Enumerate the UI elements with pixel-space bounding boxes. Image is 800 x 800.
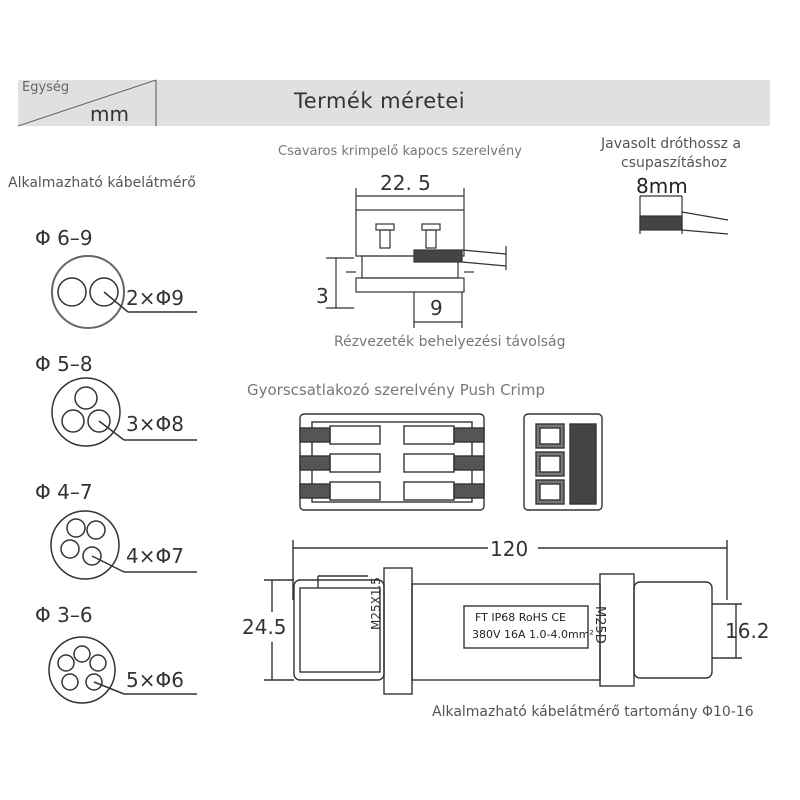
unit-value: mm — [90, 102, 129, 126]
strip-length-value: 8mm — [636, 174, 688, 198]
holes-label-2: 3×Φ8 — [126, 412, 184, 436]
screw-terminal-caption: Rézvezeték behelyezési távolság — [334, 334, 566, 350]
page-title: Termék méretei — [294, 89, 466, 113]
strip-length-title-2: csupaszításhoz — [621, 155, 728, 171]
push-crimp-title: Gyorscsatlakozó szerelvény Push Crimp — [247, 381, 546, 399]
range-label-4: Φ 3–6 — [35, 603, 93, 627]
strip-length-title-1: Javasolt dróthossz a — [601, 136, 742, 152]
connector-caption: Alkalmazható kábelátmérő tartomány Φ10-1… — [432, 704, 754, 720]
holes-label-4: 5×Φ6 — [126, 668, 184, 692]
header-bar — [18, 80, 770, 126]
unit-label: Egység — [22, 80, 70, 95]
connector-height-dim: 24.5 — [242, 615, 287, 639]
connector-end-dim: 16.2 — [725, 619, 770, 643]
range-label-2: Φ 5–8 — [35, 352, 93, 376]
seal-5-holes — [48, 636, 197, 704]
screw-insert-dim: 9 — [430, 296, 443, 320]
seal-2-holes — [51, 255, 197, 329]
screw-width-dim: 22. 5 — [380, 171, 431, 195]
seal-4-holes — [50, 510, 197, 580]
connector-length-dim: 120 — [490, 537, 529, 561]
range-label-1: Φ 6–9 — [35, 226, 93, 250]
connector-label-line1: FT IP68 RoHS CE — [475, 611, 566, 624]
holes-label-3: 4×Φ7 — [126, 544, 184, 568]
screw-height-dim: 3 — [316, 284, 329, 308]
screw-terminal-title: Csavaros krimpelő kapocs szerelvény — [278, 144, 522, 159]
connector-label-line2: 380V 16A 1.0-4.0mm² — [472, 628, 594, 641]
cable-diameter-heading: Alkalmazható kábelátmérő — [8, 175, 196, 191]
range-label-3: Φ 4–7 — [35, 480, 93, 504]
holes-label-1: 2×Φ9 — [126, 286, 184, 310]
seal-3-holes — [51, 377, 197, 447]
